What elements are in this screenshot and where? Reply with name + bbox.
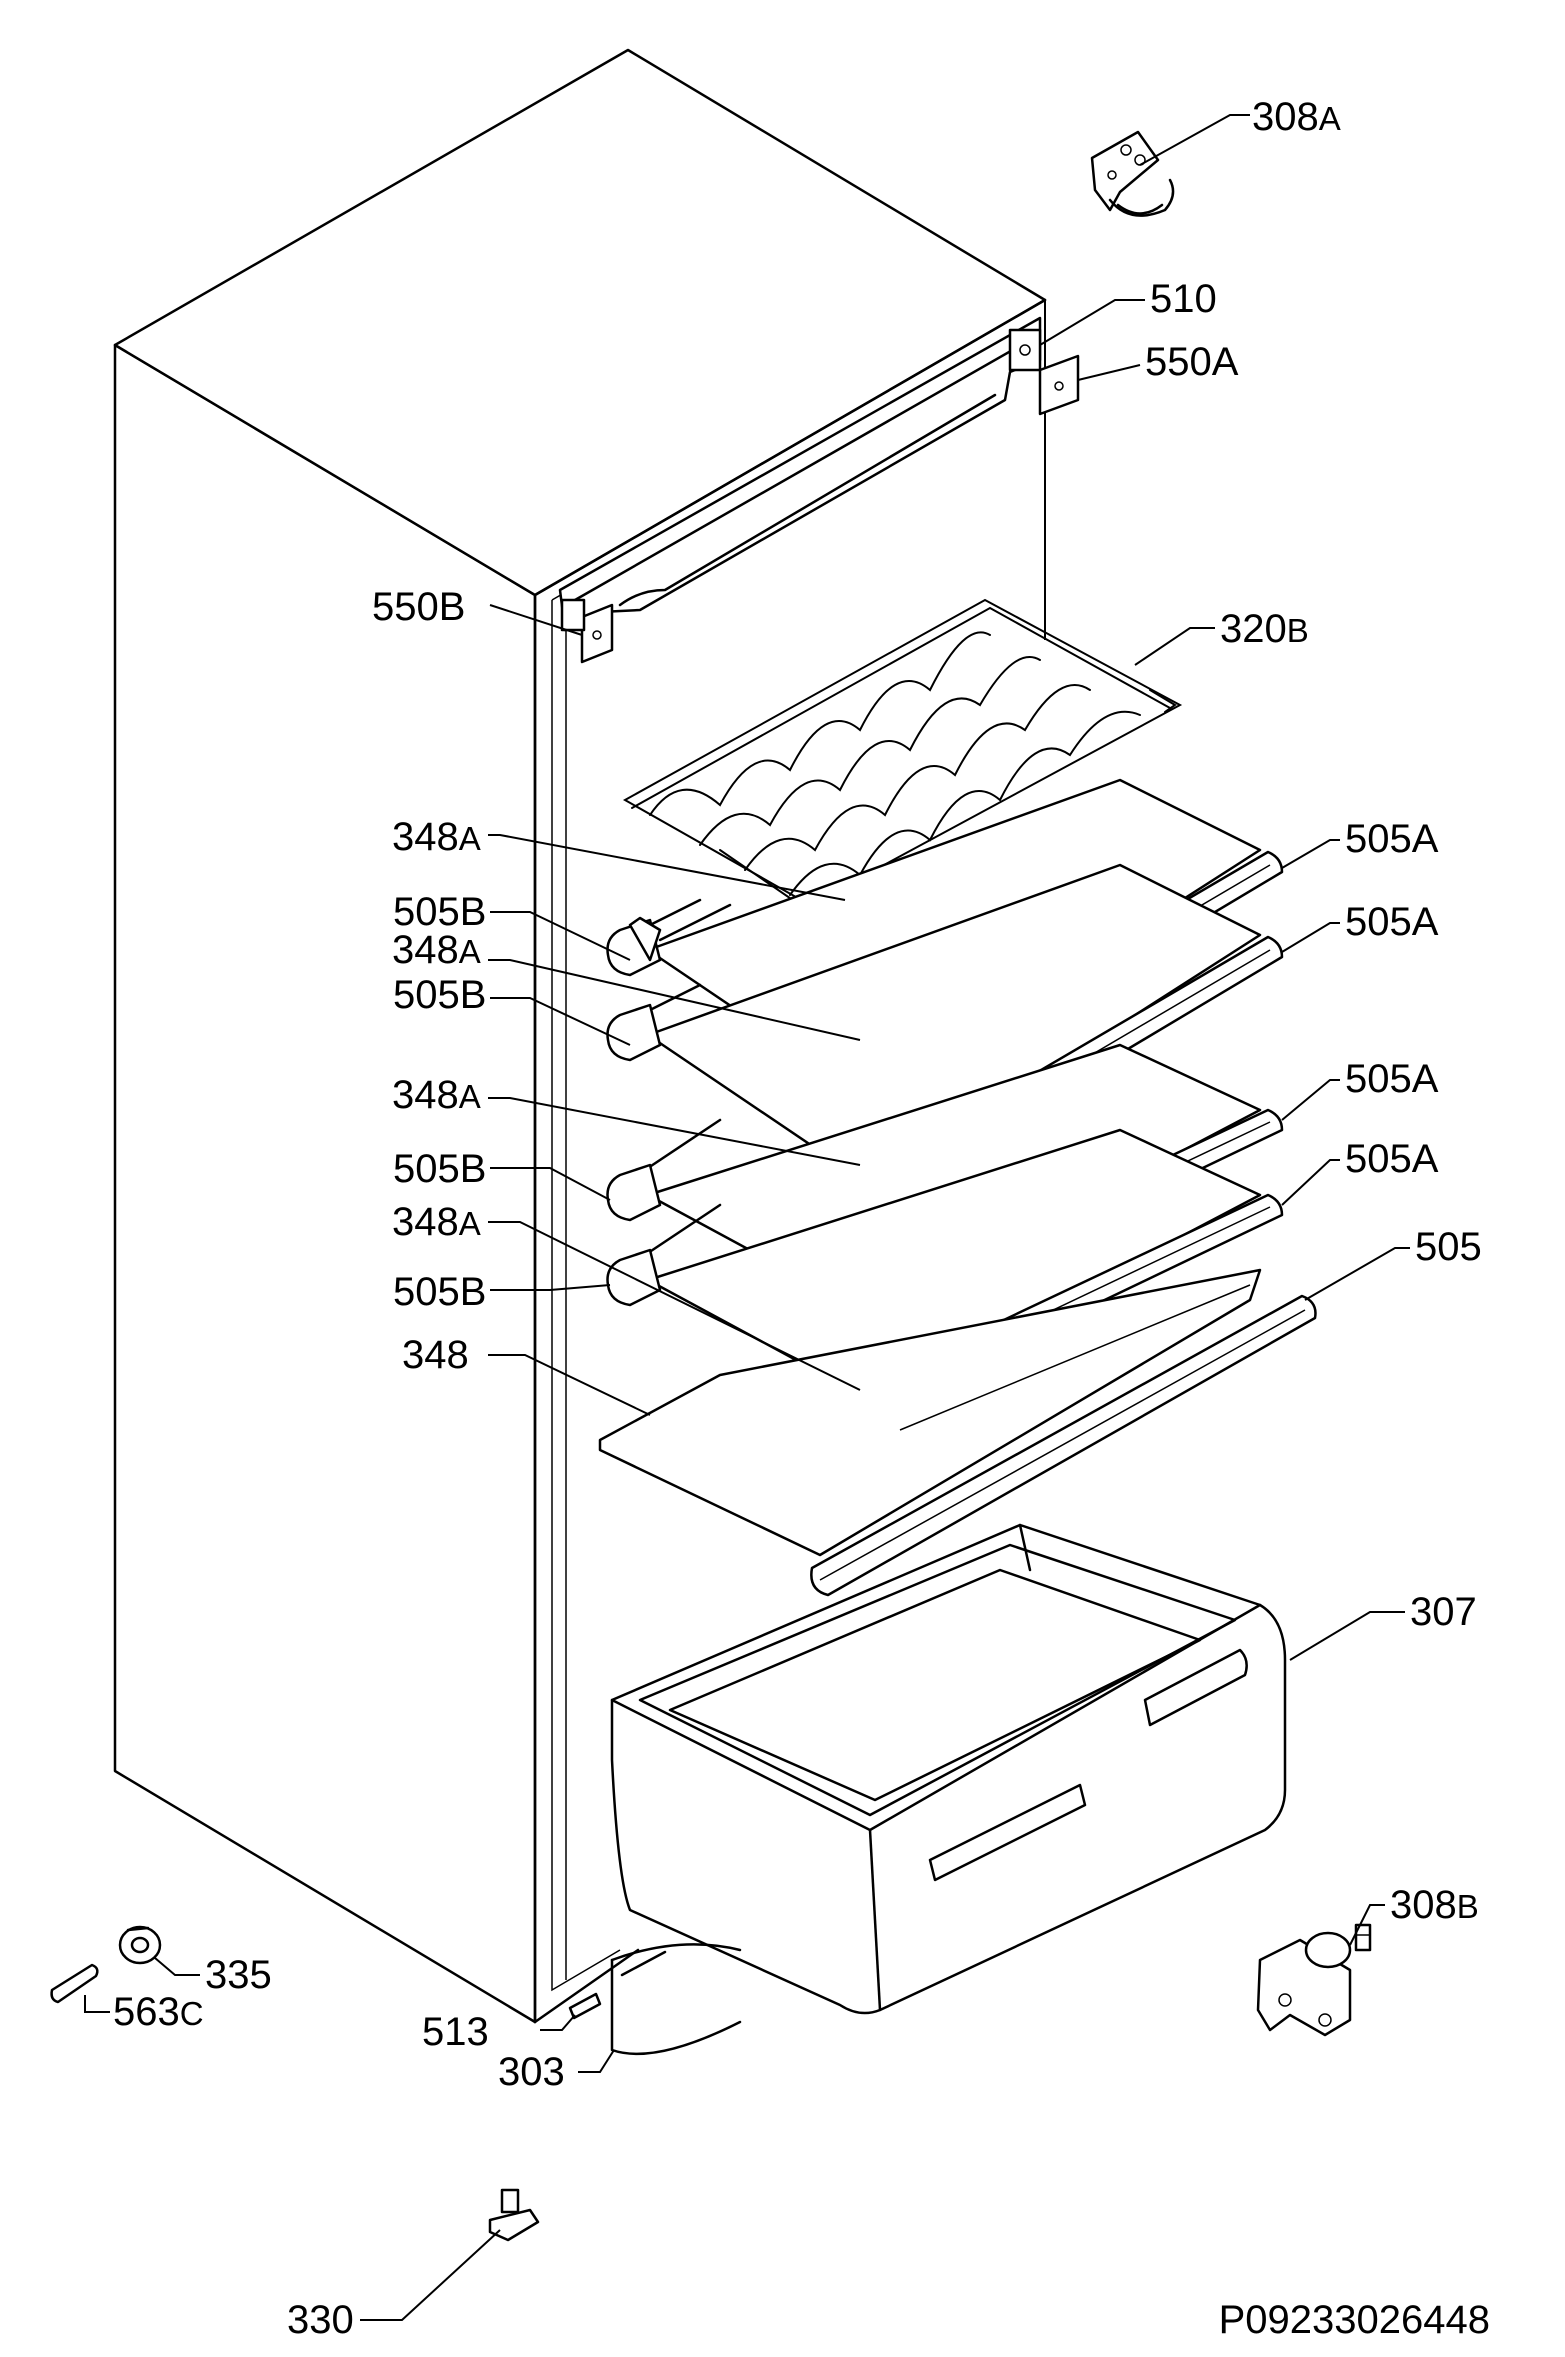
crisper-drawer-307 (610, 1523, 1287, 2015)
leader-lines (84, 114, 1410, 2321)
label-320b: 320B (1220, 607, 1309, 651)
label-505a-3: 505A (1345, 1057, 1439, 1101)
foot-330 (488, 2188, 540, 2242)
label-505a-2: 505A (1345, 900, 1439, 944)
label-563c: 563C (113, 1990, 204, 2034)
label-510: 510 (1150, 277, 1217, 321)
shelf-side-trim-505b-3 (606, 1163, 662, 1222)
drawing-number: P09233026448 (1219, 2298, 1490, 2342)
label-505b-1: 505B (393, 890, 486, 934)
glass-plate-348 (598, 1268, 1262, 1557)
shelf-side-trim-505b-2 (606, 1003, 662, 1062)
pad-550b (560, 598, 614, 664)
bottom-cover-303 (610, 1943, 742, 2056)
label-505b-2: 505B (393, 973, 486, 1017)
wine-rack-320b (622, 598, 1183, 907)
label-505b-3: 505B (393, 1147, 486, 1191)
label-307: 307 (1410, 1590, 1477, 1634)
label-348a-4: 348A (392, 1200, 481, 1244)
hinge-308a (1090, 130, 1175, 217)
label-505: 505 (1415, 1225, 1482, 1269)
label-308a: 308A (1252, 95, 1341, 139)
label-308b: 308B (1390, 1883, 1479, 1927)
hinge-308b (1256, 1923, 1372, 2037)
cover-513 (568, 1992, 602, 2020)
label-335: 335 (205, 1953, 272, 1997)
label-550a: 550A (1145, 340, 1239, 384)
label-505a-1: 505A (1345, 817, 1439, 861)
pad-550a (1038, 354, 1080, 416)
label-505a-4: 505A (1345, 1137, 1439, 1181)
label-348a-1: 348A (392, 815, 481, 859)
label-550b: 550B (372, 585, 465, 629)
label-348a-2: 348A (392, 928, 481, 972)
top-handle-510 (558, 316, 1042, 632)
part-labels: 308A 510 550A 550B 320B 348A 505B 348A 5… (113, 95, 1490, 2342)
label-513: 513 (422, 2010, 489, 2054)
label-348a-3: 348A (392, 1073, 481, 1117)
label-330: 330 (287, 2298, 354, 2342)
label-348: 348 (402, 1333, 469, 1377)
pin-563c (50, 1963, 99, 2004)
label-303: 303 (498, 2050, 565, 2094)
label-505b-4: 505B (393, 1270, 486, 1314)
shelf-side-trim-505b-1 (606, 916, 662, 977)
spacer-335 (118, 1925, 162, 1965)
